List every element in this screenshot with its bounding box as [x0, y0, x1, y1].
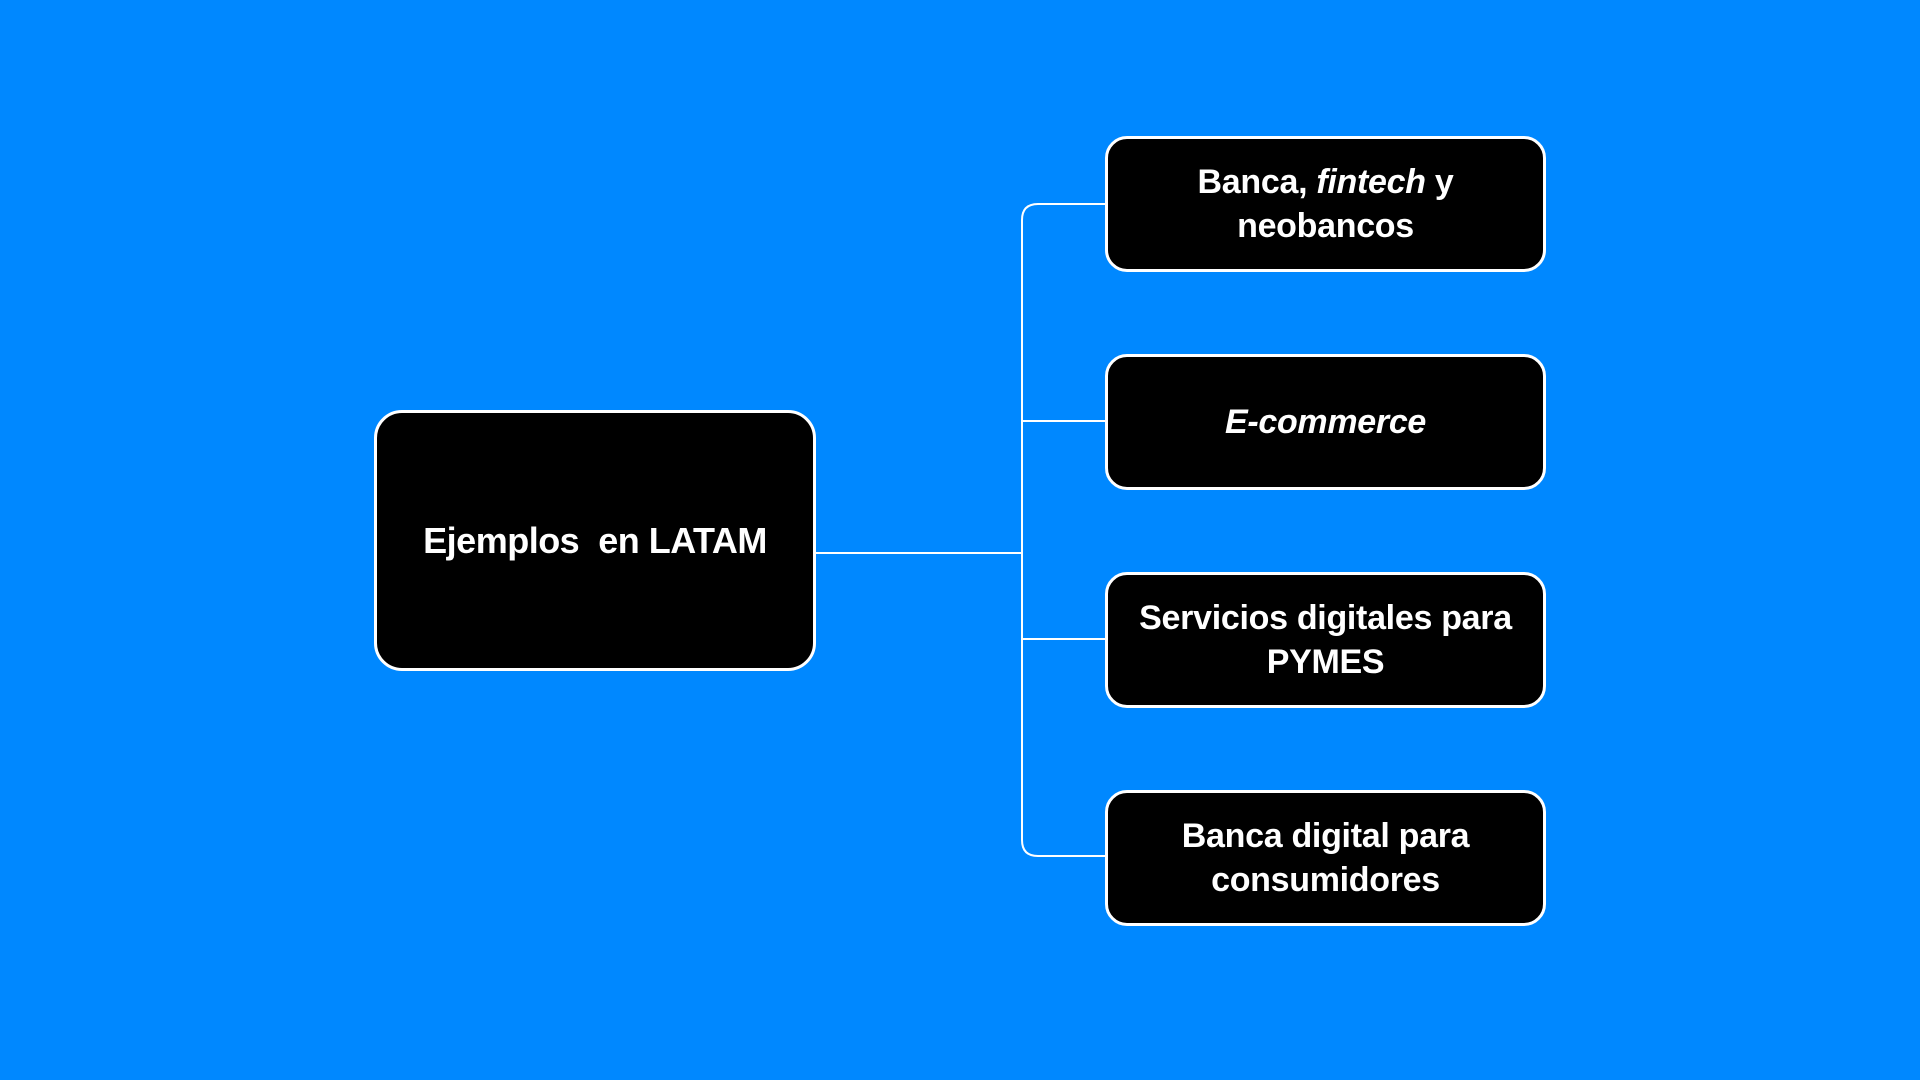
connector-trunk-vertical	[1021, 203, 1105, 857]
child-node-banca-consumidores: Banca digital para consumidores	[1105, 790, 1546, 926]
child-node-label: Banca digital para consumidores	[1181, 817, 1470, 899]
root-node: Ejemplos en LATAM	[374, 410, 816, 671]
root-node-label: Ejemplos en LATAM	[423, 519, 767, 561]
child-node-label-part: Banca,	[1197, 163, 1317, 201]
child-node-label: Banca, fintech y neobancos	[1122, 160, 1529, 248]
child-node-label: Servicios digitales para PYMES	[1139, 599, 1512, 681]
child-node-label: E-commerce	[1224, 403, 1427, 441]
child-node-banca-fintech: Banca, fintech y neobancos	[1105, 136, 1546, 272]
child-node-label-part-italic: fintech	[1316, 163, 1426, 201]
child-node-ecommerce: E-commerce	[1105, 354, 1546, 490]
child-node-servicios-pymes: Servicios digitales para PYMES	[1105, 572, 1546, 708]
child-node-label-part: y neobancos	[1237, 163, 1454, 245]
